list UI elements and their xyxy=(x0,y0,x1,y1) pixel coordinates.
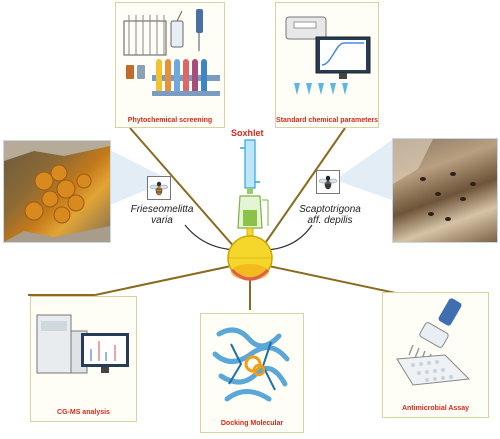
bee-icon xyxy=(149,181,169,196)
gcms-caption: CG-MS analysis xyxy=(57,409,110,416)
docking-panel: Docking Molecular xyxy=(200,313,304,433)
left-bee-label: Frieseomelitta varia xyxy=(122,204,202,226)
standard-panel: Standard chemical parameters xyxy=(275,2,379,128)
right-photo-cone xyxy=(335,140,392,200)
right-nest-photo xyxy=(392,138,498,243)
right-bee-genus: Scaptotrigona xyxy=(299,204,361,215)
connector-spokes xyxy=(28,127,450,310)
multichannel-pipette-icon xyxy=(396,298,471,386)
phytochemical-panel: Phytochemical screening xyxy=(115,2,225,128)
spectrophotometer-icon xyxy=(285,16,371,95)
gcms-panel: CG-MS analysis xyxy=(30,296,137,422)
nest-entrance-illustration xyxy=(393,139,476,221)
left-photo-cone xyxy=(110,150,170,205)
left-bee-box xyxy=(147,176,171,200)
left-bee-species: varia xyxy=(151,215,173,226)
lab-equipment-icon xyxy=(123,9,220,96)
right-bee-species: aff. depilis xyxy=(307,215,353,226)
right-bee-label: Scaptotrigona aff. depilis xyxy=(290,204,370,226)
standard-caption: Standard chemical parameters xyxy=(276,117,378,124)
soxhlet-title: Soxhlet xyxy=(231,128,264,138)
left-bee-genus: Frieseomelitta xyxy=(130,204,194,215)
antimicrobial-caption: Antimicrobial Assay xyxy=(401,405,470,412)
honey-pots-illustration xyxy=(4,141,110,242)
phytochemical-caption: Phytochemical screening xyxy=(127,117,213,124)
bee-icon xyxy=(318,175,338,190)
left-nest-photo xyxy=(3,140,111,243)
right-bee-box xyxy=(316,170,340,194)
protein-structure-icon xyxy=(212,327,290,402)
docking-caption: Docking Molecular xyxy=(220,420,284,427)
antimicrobial-panel: Antimicrobial Assay xyxy=(382,292,489,418)
gc-ms-instrument-icon xyxy=(36,314,129,374)
